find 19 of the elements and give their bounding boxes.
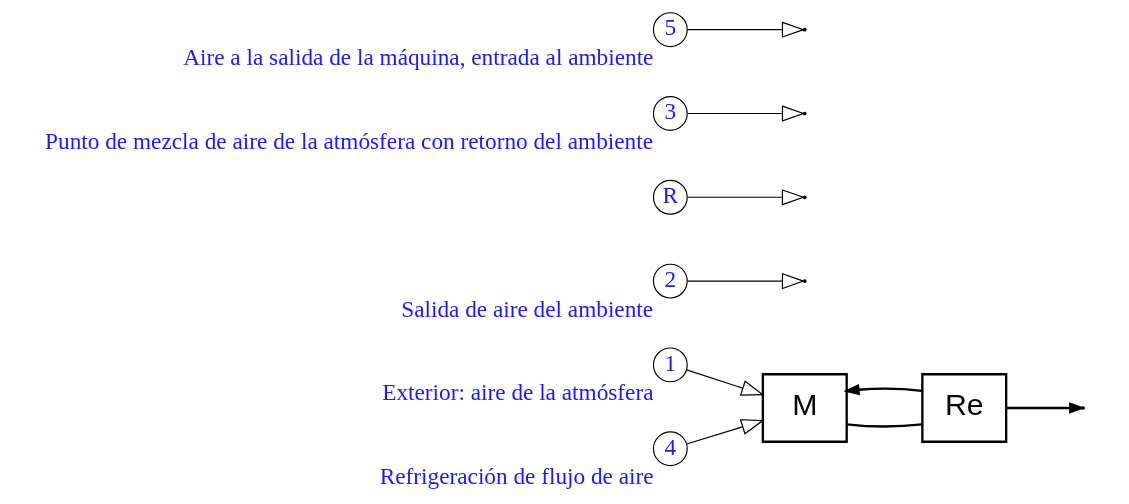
node-circle: 3 (652, 96, 688, 131)
node-label: Salida de aire del ambiente (401, 295, 654, 322)
node-circle: 4 (652, 431, 688, 467)
node-label: Refrigeración de flujo de aire (379, 463, 654, 490)
connector (846, 423, 922, 428)
node-box: Re (921, 373, 1008, 443)
arrow (686, 419, 765, 445)
node-label: Punto de mezcla de aire de la atmósfera con retorno del ambiente (45, 127, 653, 154)
node-label: Aire a la salida de la máquina, entrada al ambiente (183, 44, 654, 71)
arrow (843, 383, 922, 396)
node-box: M (761, 373, 848, 443)
arrow (687, 272, 806, 290)
node-circle: 1 (652, 347, 688, 383)
node-circle: 5 (652, 12, 688, 48)
node-label: Exterior: aire de la atmósfera (382, 379, 654, 406)
node-circle: R (652, 179, 688, 215)
arrow (687, 189, 806, 206)
node-circle: 2 (652, 263, 688, 299)
arrow (686, 369, 765, 396)
